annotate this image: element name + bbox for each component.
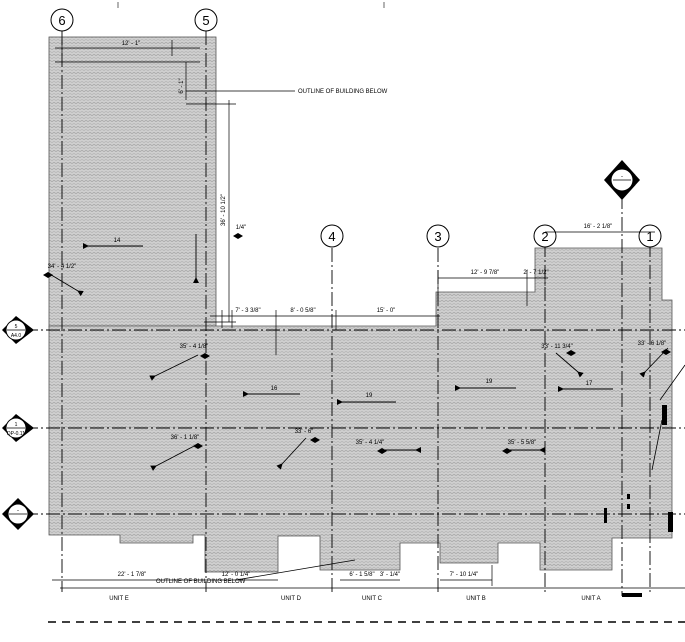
grid-bubble-6 xyxy=(50,8,74,32)
roof-area xyxy=(48,36,673,573)
dim-22-1-7-8: 22' - 1 7/8" xyxy=(118,572,147,578)
unit-label-b: UNIT B xyxy=(466,596,486,602)
grid-lines xyxy=(24,31,685,596)
outline-leaders xyxy=(235,364,685,581)
section-marker-row-1-top: 1 xyxy=(15,422,18,428)
grid-label-2: 2 xyxy=(541,229,548,244)
grid-bubble-2 xyxy=(533,224,557,248)
grid-label-3: 3 xyxy=(434,229,441,244)
dim-35-5-5-8: 35' - 5 5/8" xyxy=(508,440,537,446)
slope-arrow-diag-5 xyxy=(555,352,584,378)
dim-33-11-3-4: 33' - 11 3/4" xyxy=(541,344,573,350)
dim-35-4-1-8: 35' - 4 1/8" xyxy=(180,344,209,350)
slope-arrows xyxy=(47,234,669,471)
dim-6-1: 6' - 1" xyxy=(179,78,185,93)
dim-33-6: 33' - 6" xyxy=(295,429,314,435)
slope-arrow-diag-4 xyxy=(47,272,84,297)
grid-bubble-4 xyxy=(320,224,344,248)
edge-marks xyxy=(604,405,673,597)
grid-bubble-3 xyxy=(426,224,450,248)
unit-label-c: UNIT C xyxy=(362,596,383,602)
dim-12-9-7-8: 12' - 9 7/8" xyxy=(471,270,500,276)
section-marker-row-5 xyxy=(2,316,34,344)
dim-12-0-1-4: 12' - 0 1/4" xyxy=(222,572,251,578)
grid-bubble-5 xyxy=(194,8,218,32)
slope-label-19b: 19 xyxy=(486,379,493,385)
dim-12-1: 12' - 1" xyxy=(122,41,141,47)
slope-label-14: 14 xyxy=(114,238,121,244)
note-outline-top: OUTLINE OF BUILDING BELOW xyxy=(298,89,388,95)
slope-arrow-diag-2 xyxy=(150,443,199,471)
dim-36-10-half: 36' - 10 1/2" xyxy=(221,194,227,226)
slope-label-16: 16 xyxy=(271,386,278,392)
section-marker-row-1 xyxy=(2,414,34,442)
dim-6-1-5-8: 6' - 1 5/8" xyxy=(349,572,374,578)
dim-35-4-1-4: 35' - 4 1/4" xyxy=(356,440,385,446)
grid-bubble-1 xyxy=(638,224,662,248)
grid-bubbles xyxy=(50,8,662,248)
section-marker-row-bottom xyxy=(2,498,34,530)
slope-label-19a: 19 xyxy=(366,393,373,399)
dim-2-7-half: 2' - 7 1/2" xyxy=(523,270,548,276)
roof-main-body xyxy=(48,247,673,573)
section-marker-top-right-label: - xyxy=(621,174,623,180)
grid-label-6: 6 xyxy=(58,13,65,28)
dim-34-4-half: 34' - 4 1/2" xyxy=(48,264,77,270)
dim-7-3-3-8: 7' - 3 3/8" xyxy=(235,308,260,314)
grid-label-4: 4 xyxy=(328,229,335,244)
sheet-border-top xyxy=(117,2,385,8)
dim-33-6-1-8: 33' - 6 1/8" xyxy=(638,341,667,347)
dim-7-10-1-4: 7' - 10 1/4" xyxy=(450,572,479,578)
roof-drains xyxy=(43,233,671,454)
section-marker-row-bottom-label: - xyxy=(17,508,19,514)
slope-label-17: 17 xyxy=(586,381,593,387)
unit-label-e: UNIT E xyxy=(109,596,129,602)
dim-3-1-4: 3' - 1/4" xyxy=(380,572,400,578)
dimension-lines xyxy=(52,40,685,589)
roof-tower-wing xyxy=(48,36,217,328)
dim-16-2-1-8: 16' - 2 1/8" xyxy=(584,224,613,230)
grid-label-1: 1 xyxy=(646,229,653,244)
section-marker-row-5-top: 5 xyxy=(15,324,18,330)
section-marker-row-5-bottom: A4.0 xyxy=(11,333,22,339)
dim-8-0-5-8: 8' - 0 5/8" xyxy=(290,308,315,314)
slope-arrow-diag-1 xyxy=(149,354,199,381)
dim-15-0: 15' - 0" xyxy=(377,308,396,314)
dim-quarter: 1/4" xyxy=(236,225,246,231)
slope-arrow-diag-3 xyxy=(276,437,307,470)
note-outline-bottom: OUTLINE OF BUILDING BELOW xyxy=(156,579,246,585)
section-marker-row-1-bottom: DP-0.11 xyxy=(7,431,25,437)
unit-label-a: UNIT A xyxy=(581,596,600,602)
grid-label-5: 5 xyxy=(202,13,209,28)
unit-label-d: UNIT D xyxy=(281,596,302,602)
section-marker-top-right xyxy=(604,160,640,200)
dim-36-1-1-8: 36' - 1 1/8" xyxy=(171,435,200,441)
